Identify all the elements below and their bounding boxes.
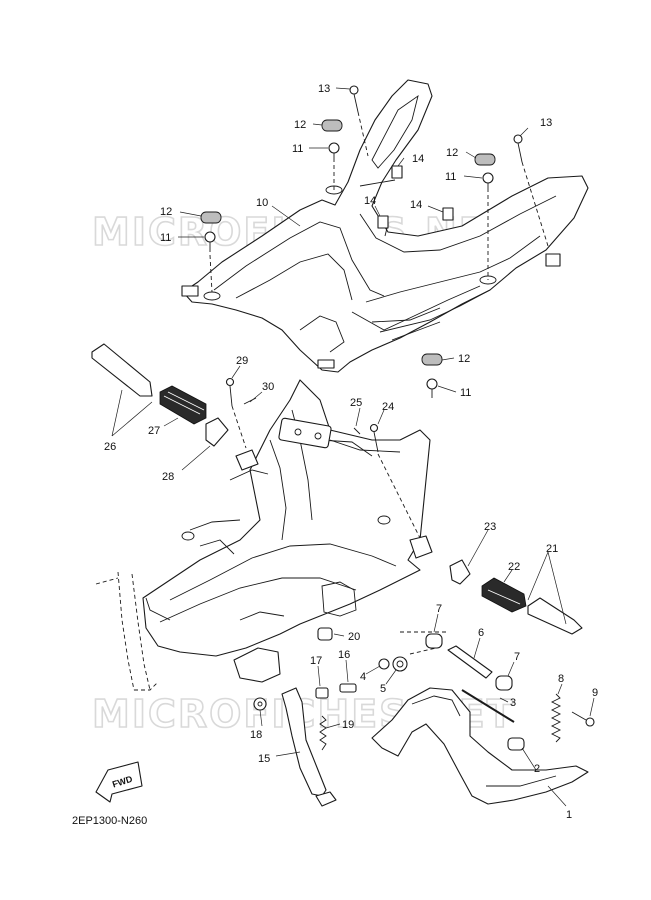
callout-5: 5	[380, 683, 386, 695]
main-stand-part-1	[371, 687, 589, 805]
callout-28: 28	[162, 471, 174, 483]
callouts: 13 12 11 13 12 11 14 14 14 12 10 11 12 1…	[104, 83, 598, 821]
callout-8: 8	[558, 673, 564, 685]
frame-rear-dashed	[95, 571, 159, 691]
footrest-left-parts-26-27	[91, 343, 229, 447]
callout-3: 3	[510, 697, 516, 709]
callout-20: 20	[348, 631, 360, 643]
stand-bracket-part-20	[233, 627, 333, 683]
callout-21: 21	[546, 543, 558, 555]
callout-11: 11	[460, 387, 471, 399]
callout-13: 13	[540, 117, 552, 129]
callout-14: 14	[410, 199, 422, 211]
alignment-lines-top	[209, 111, 549, 293]
callout-30: 30	[262, 381, 274, 393]
callout-15: 15	[258, 753, 270, 765]
callout-11: 11	[292, 143, 303, 155]
callout-12: 12	[458, 353, 470, 365]
callout-17: 17	[310, 655, 322, 667]
callout-11: 11	[160, 232, 171, 244]
callout-10: 10	[256, 197, 268, 209]
callout-12: 12	[160, 206, 172, 218]
callout-2: 2	[534, 763, 540, 775]
callout-29: 29	[236, 355, 248, 367]
forward-arrow-icon: FWD	[95, 761, 143, 803]
main-stand-hardware-3-9	[378, 631, 595, 743]
callout-16: 16	[338, 649, 350, 661]
callout-7: 7	[514, 651, 520, 663]
callout-14: 14	[364, 195, 376, 207]
footrest-right-parts-21-22-23	[449, 559, 583, 635]
diagram-code: 2EP1300-N260	[72, 815, 147, 827]
callout-4: 4	[360, 671, 366, 683]
callout-23: 23	[484, 521, 496, 533]
callout-18: 18	[250, 729, 262, 741]
callout-24: 24	[382, 401, 394, 413]
callout-6: 6	[478, 627, 484, 639]
fasteners-top	[200, 85, 523, 398]
callout-22: 22	[508, 561, 520, 573]
callout-7: 7	[436, 603, 442, 615]
callout-27: 27	[148, 425, 160, 437]
floor-cover-part-10	[181, 79, 589, 373]
callout-1: 1	[566, 809, 572, 821]
footrest-bolts-29-30	[225, 377, 257, 449]
callout-19: 19	[342, 719, 354, 731]
footrest-bolts-24-25	[353, 423, 421, 539]
callout-13: 13	[318, 83, 330, 95]
callout-11: 11	[445, 171, 456, 183]
frame-body	[142, 379, 433, 657]
leader-lines	[111, 87, 595, 807]
callout-25: 25	[350, 397, 362, 409]
callout-12: 12	[294, 119, 306, 131]
clip-parts-14	[377, 165, 454, 229]
callout-26: 26	[104, 441, 116, 453]
callout-14: 14	[412, 153, 424, 165]
callout-12: 12	[446, 147, 458, 159]
callout-9: 9	[592, 687, 598, 699]
